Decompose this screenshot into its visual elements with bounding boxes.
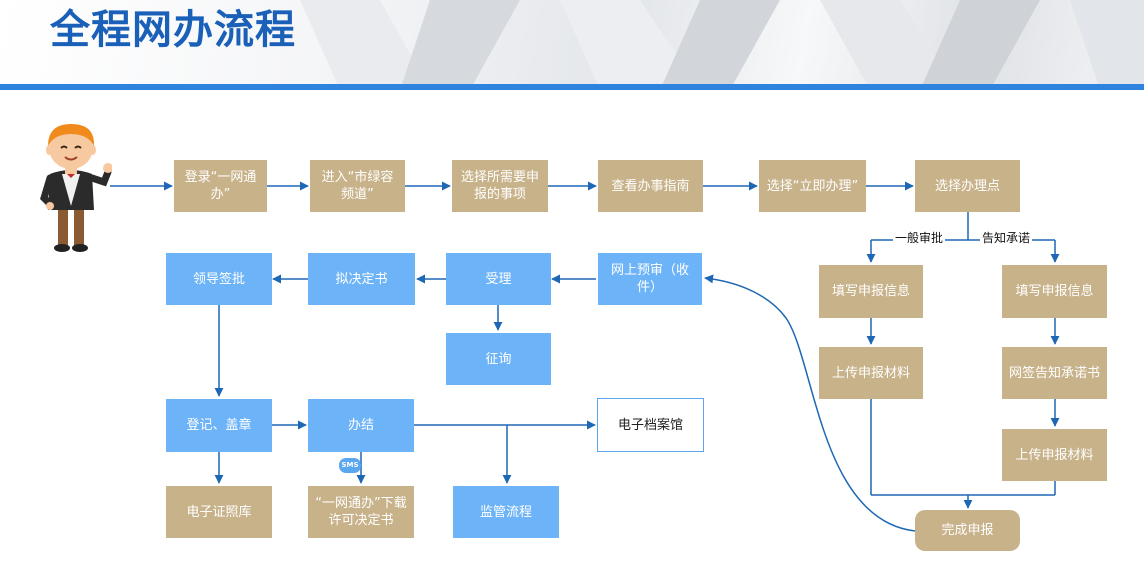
arrow-complete-to-prereview: [704, 274, 916, 532]
branch-label-notify: 告知承诺: [980, 229, 1033, 246]
online-prereview: 网上预审（收件）: [598, 253, 702, 305]
header-accent-bar: [0, 84, 1144, 90]
draft-decision: 拟决定书: [308, 253, 415, 305]
branch-label-general: 一般审批: [893, 229, 946, 246]
cartoon-man-waving-icon: [40, 124, 112, 252]
step-apply-now: 选择“立即办理”: [759, 160, 866, 212]
sms-icon: SMS: [339, 458, 361, 473]
right-fill-info: 填写申报信息: [1002, 265, 1107, 318]
right-upload-materials: 上传申报材料: [1002, 429, 1107, 481]
step-view-guide: 查看办事指南: [598, 160, 703, 212]
consult: 征询: [446, 333, 551, 385]
supervision-process: 监管流程: [453, 486, 559, 538]
register-seal: 登记、盖章: [166, 399, 272, 452]
accept: 受理: [446, 253, 551, 305]
left-fill-info: 填写申报信息: [819, 265, 923, 318]
right-sign-commitment: 网签告知承诺书: [1002, 347, 1107, 399]
step-login: 登录“一网通办”: [174, 160, 267, 212]
case-closed: 办结: [308, 399, 414, 452]
step-enter-channel: 进入“市绿容频道”: [310, 160, 405, 212]
page-header: 全程网办流程: [0, 0, 1144, 90]
step-select-item: 选择所需要申报的事项: [452, 160, 548, 212]
step-select-office: 选择办理点: [915, 160, 1020, 212]
complete-application: 完成申报: [915, 510, 1020, 551]
left-upload-materials: 上传申报材料: [819, 347, 923, 399]
e-archive: 电子档案馆: [597, 398, 704, 452]
page-title: 全程网办流程: [50, 7, 296, 53]
download-decision: “一网通办”下载许可决定书: [308, 486, 414, 538]
e-license-library: 电子证照库: [166, 486, 272, 538]
header-background-pattern: [300, 0, 1144, 90]
leader-approval: 领导签批: [166, 253, 272, 305]
